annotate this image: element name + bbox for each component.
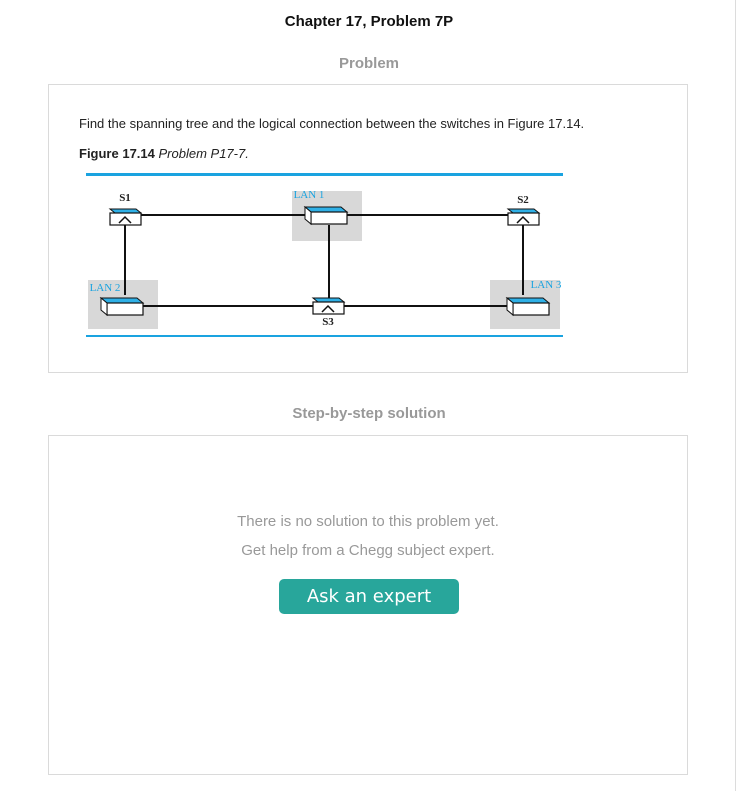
solution-heading: Step-by-step solution xyxy=(292,405,446,422)
label-lan3: LAN 3 xyxy=(531,279,562,291)
page-right-border xyxy=(735,0,736,791)
expert-help-message: Get help from a Chegg subject expert. xyxy=(241,542,495,559)
lan3-hub-icon xyxy=(505,296,551,317)
no-solution-message: There is no solution to this problem yet… xyxy=(237,513,499,530)
switch-s3-icon xyxy=(311,297,346,315)
figure-top-rule xyxy=(86,173,563,176)
switch-s1-icon xyxy=(108,208,143,226)
network-diagram: S1 S2 S3 LAN 1 xyxy=(86,173,563,337)
switch-s2-icon xyxy=(506,208,541,226)
problem-heading: Problem xyxy=(338,55,399,72)
problem-panel: Find the spanning tree and the logical c… xyxy=(48,84,688,373)
label-s3: S3 xyxy=(322,316,334,328)
figure-label: Figure 17.14 xyxy=(79,146,155,161)
network-figure: S1 S2 S3 LAN 1 xyxy=(79,167,569,342)
label-s2: S2 xyxy=(517,194,529,206)
label-lan2: LAN 2 xyxy=(90,282,121,294)
label-lan1: LAN 1 xyxy=(294,189,325,201)
solution-panel: There is no solution to this problem yet… xyxy=(48,435,688,775)
label-s1: S1 xyxy=(119,192,131,204)
figure-description: Problem P17-7. xyxy=(158,146,249,161)
lan1-hub-icon xyxy=(303,205,349,226)
ask-an-expert-button[interactable]: Ask an expert xyxy=(279,579,459,614)
lan2-hub-icon xyxy=(99,296,145,317)
figure-bottom-rule xyxy=(86,335,563,337)
figure-caption: Figure 17.14 Problem P17-7. xyxy=(79,146,249,161)
problem-statement: Find the spanning tree and the logical c… xyxy=(79,116,585,131)
chapter-title: Chapter 17, Problem 7P xyxy=(284,13,454,30)
